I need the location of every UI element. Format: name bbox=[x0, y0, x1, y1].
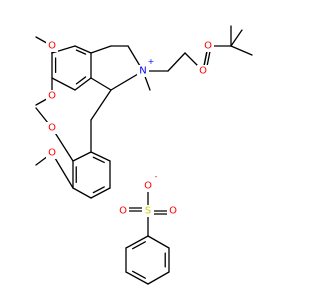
atom-label-layer: O O O O N + O O S bbox=[46, 40, 214, 217]
bond bbox=[74, 77, 92, 91]
svg-text:O: O bbox=[48, 123, 56, 134]
molecule-canvas: O O O O N + O O S bbox=[35, 25, 253, 285]
bond bbox=[147, 271, 170, 285]
svg-text:O: O bbox=[204, 41, 212, 52]
svg-text:S: S bbox=[145, 206, 151, 217]
svg-text:N: N bbox=[139, 66, 146, 77]
bond bbox=[92, 156, 105, 164]
atom-o-sulfonate-anion: O - bbox=[142, 172, 158, 192]
svg-text:O: O bbox=[144, 181, 152, 192]
atom-n-quaternary: N + bbox=[137, 57, 154, 77]
bond bbox=[125, 235, 149, 249]
bond bbox=[90, 89, 112, 121]
svg-text:O: O bbox=[48, 41, 56, 52]
atom-o-sulfonate-left: O bbox=[117, 205, 129, 217]
svg-text:O: O bbox=[119, 206, 127, 217]
bond bbox=[90, 151, 111, 162]
bond bbox=[51, 77, 76, 91]
bond bbox=[132, 270, 146, 279]
bond bbox=[90, 45, 112, 54]
atom-o-methoxy-6: O bbox=[46, 40, 58, 52]
atom-o-methoxy-3prime: O bbox=[46, 122, 58, 134]
bond bbox=[75, 49, 87, 55]
bond bbox=[92, 186, 105, 194]
bond bbox=[230, 29, 243, 47]
n-plus-charge: + bbox=[148, 57, 155, 66]
svg-text:O: O bbox=[199, 66, 207, 77]
bond bbox=[72, 151, 92, 162]
structure-diagram: O O O O N + O O S bbox=[35, 25, 253, 285]
svg-text:O: O bbox=[169, 206, 177, 217]
bond bbox=[147, 235, 170, 249]
bond bbox=[90, 187, 111, 199]
bond bbox=[75, 76, 87, 85]
atom-o-ester-single: O bbox=[202, 40, 214, 52]
atom-o-ester-double: O bbox=[197, 65, 209, 77]
atom-o-methoxy-7: O bbox=[46, 90, 58, 102]
bond bbox=[74, 45, 92, 54]
atom-s-sulfonate: S bbox=[142, 205, 154, 217]
bond bbox=[167, 52, 186, 72]
bond bbox=[230, 45, 253, 56]
svg-text:O: O bbox=[48, 91, 56, 102]
bond bbox=[125, 271, 149, 285]
bond bbox=[90, 77, 112, 91]
o-minus-charge: - bbox=[155, 172, 158, 181]
bond bbox=[132, 241, 146, 250]
atom-o-sulfonate-right: O bbox=[167, 205, 179, 217]
svg-text:O: O bbox=[48, 148, 56, 159]
bond bbox=[72, 187, 92, 199]
atom-o-methoxy-4prime: O bbox=[46, 147, 58, 159]
